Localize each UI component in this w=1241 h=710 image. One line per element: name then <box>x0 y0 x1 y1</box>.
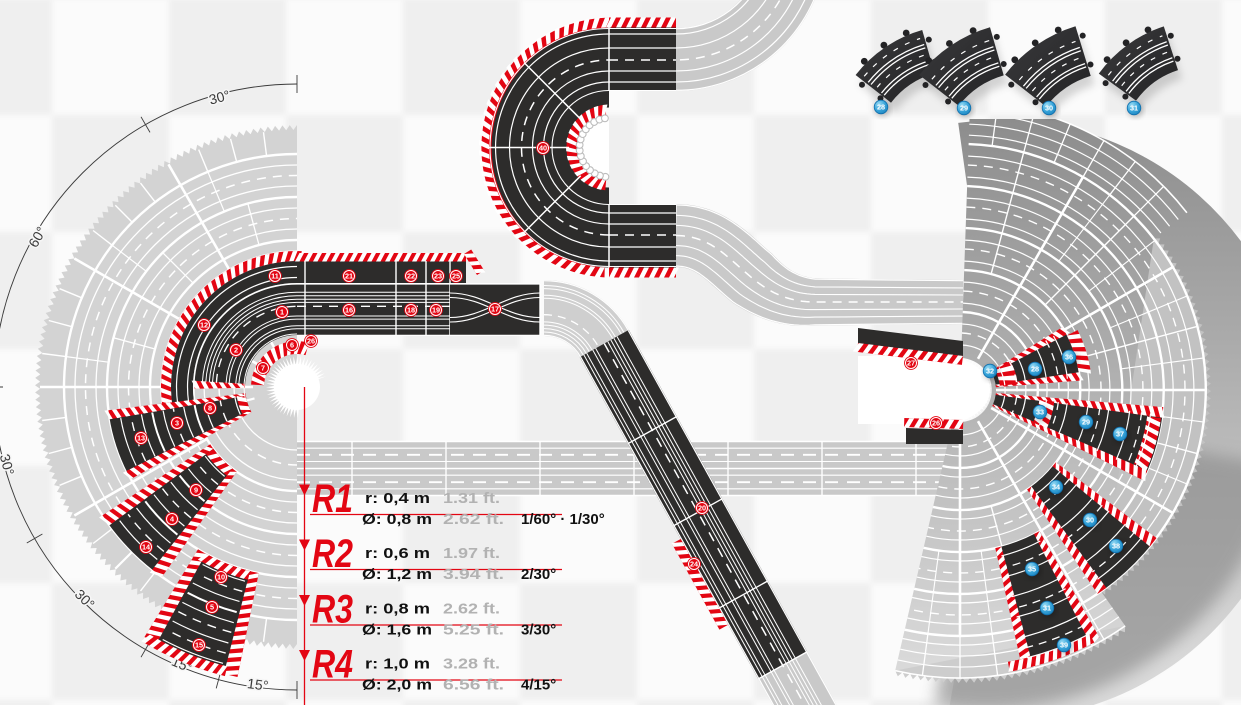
svg-text:29: 29 <box>960 104 968 113</box>
svg-text:17: 17 <box>491 305 499 314</box>
svg-text:2: 2 <box>234 346 238 355</box>
svg-text:14: 14 <box>142 543 151 552</box>
svg-text:Ø: 2,0 m: Ø: 2,0 m <box>362 677 432 694</box>
svg-text:22: 22 <box>407 272 415 281</box>
svg-text:r: 0,8 m: r: 0,8 m <box>365 601 430 618</box>
svg-text:31: 31 <box>1043 604 1051 613</box>
svg-text:4: 4 <box>170 515 175 524</box>
svg-text:3.94 ft.: 3.94 ft. <box>443 566 504 583</box>
svg-text:23: 23 <box>434 272 442 281</box>
svg-text:8: 8 <box>208 404 212 413</box>
svg-text:15°: 15° <box>246 675 269 694</box>
svg-text:30: 30 <box>1086 516 1094 525</box>
svg-text:15: 15 <box>195 641 203 650</box>
svg-text:5: 5 <box>210 603 214 612</box>
svg-text:1.97 ft.: 1.97 ft. <box>443 545 500 562</box>
svg-text:20: 20 <box>698 504 706 513</box>
svg-text:Ø: 1,2 m: Ø: 1,2 m <box>362 566 432 583</box>
svg-text:30°: 30° <box>207 87 232 108</box>
svg-text:18: 18 <box>407 306 415 315</box>
svg-text:31: 31 <box>1130 104 1138 113</box>
svg-text:27: 27 <box>907 359 915 368</box>
svg-text:33: 33 <box>1036 408 1044 417</box>
svg-text:40: 40 <box>539 144 547 153</box>
svg-text:26: 26 <box>932 419 940 428</box>
svg-text:R2: R2 <box>312 532 353 576</box>
svg-text:r: 0,4 m: r: 0,4 m <box>365 490 430 507</box>
svg-text:35: 35 <box>1028 565 1036 574</box>
svg-text:28: 28 <box>877 103 885 112</box>
svg-text:2.62 ft.: 2.62 ft. <box>443 511 504 528</box>
svg-text:19: 19 <box>432 306 440 315</box>
svg-text:16: 16 <box>345 306 353 315</box>
svg-text:7: 7 <box>261 364 265 373</box>
svg-text:r: 1,0 m: r: 1,0 m <box>365 656 430 673</box>
svg-text:12: 12 <box>200 321 208 330</box>
svg-text:37: 37 <box>1116 430 1124 439</box>
svg-text:39: 39 <box>1060 641 1068 650</box>
svg-text:2.62 ft.: 2.62 ft. <box>443 601 500 618</box>
svg-text:6: 6 <box>290 341 294 350</box>
svg-text:34: 34 <box>1052 483 1061 492</box>
svg-text:10: 10 <box>217 573 225 582</box>
svg-text:28: 28 <box>1031 365 1039 374</box>
svg-text:1.31 ft.: 1.31 ft. <box>443 490 500 507</box>
svg-text:R1: R1 <box>312 477 353 521</box>
svg-text:Ø: 1,6 m: Ø: 1,6 m <box>362 622 432 639</box>
svg-text:38: 38 <box>1112 542 1120 551</box>
svg-text:4/15°: 4/15° <box>521 677 556 694</box>
svg-text:21: 21 <box>345 272 353 281</box>
svg-text:32: 32 <box>986 367 994 376</box>
svg-text:R4: R4 <box>312 643 353 687</box>
svg-text:24: 24 <box>690 560 699 569</box>
svg-text:11: 11 <box>271 272 279 281</box>
svg-text:25: 25 <box>452 272 460 281</box>
svg-text:26: 26 <box>307 337 315 346</box>
svg-text:9: 9 <box>194 486 198 495</box>
svg-text:30: 30 <box>1045 104 1053 113</box>
svg-text:R3: R3 <box>312 588 353 632</box>
svg-text:6.56 ft.: 6.56 ft. <box>443 677 504 694</box>
svg-text:29: 29 <box>1082 418 1090 427</box>
svg-text:3/30°: 3/30° <box>521 622 556 639</box>
svg-text:Ø: 0,8 m: Ø: 0,8 m <box>362 511 432 528</box>
svg-text:13: 13 <box>137 434 145 443</box>
svg-text:1/60° · 1/30°: 1/60° · 1/30° <box>521 511 605 528</box>
svg-text:30°: 30° <box>0 452 18 477</box>
svg-text:2/30°: 2/30° <box>521 566 556 583</box>
svg-text:36: 36 <box>1065 353 1073 362</box>
svg-text:3: 3 <box>175 419 179 428</box>
svg-text:5.25 ft.: 5.25 ft. <box>443 622 504 639</box>
svg-text:1: 1 <box>280 308 284 317</box>
svg-text:r: 0,6 m: r: 0,6 m <box>365 545 430 562</box>
svg-text:3.28 ft.: 3.28 ft. <box>443 656 500 673</box>
